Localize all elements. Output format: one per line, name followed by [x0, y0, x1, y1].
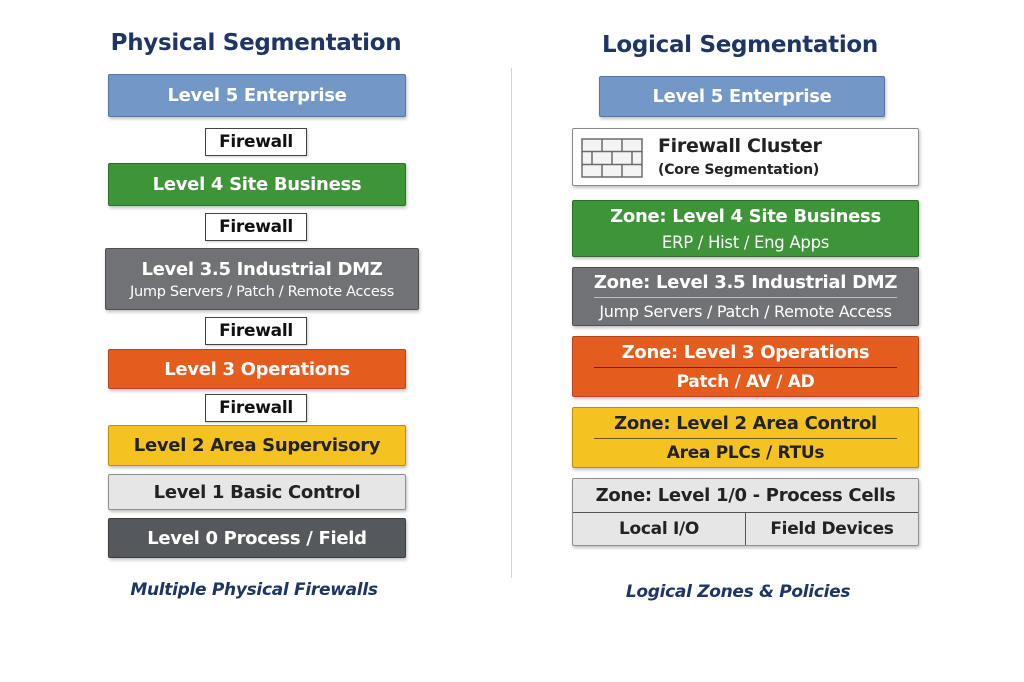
physical-title: Physical Segmentation — [110, 30, 402, 56]
logical-title: Logical Segmentation — [602, 32, 878, 58]
phys-level3-operations: Level 3 Operations — [108, 349, 406, 389]
phys-level0-process-field: Level 0 Process / Field — [108, 518, 406, 558]
cell-field-devices: Field Devices — [745, 513, 918, 545]
phys-level2-label: Level 2 Area Supervisory — [133, 435, 381, 456]
zone-level3-divider — [593, 366, 898, 368]
zone-level4-label: Zone: Level 4 Site Business — [610, 205, 881, 227]
zone-level4-sublabel: ERP / Hist / Eng Apps — [661, 232, 830, 252]
zone-level35-sublabel: Jump Servers / Patch / Remote Access — [599, 302, 892, 321]
zone-level2-label: Zone: Level 2 Area Control — [614, 412, 877, 434]
phys-level5-label: Level 5 Enterprise — [167, 85, 347, 106]
log-level5-enterprise: Level 5 Enterprise — [599, 76, 885, 117]
firewall-cluster-title: Firewall Cluster — [658, 135, 822, 157]
zone-level2-sublabel: Area PLCs / RTUs — [666, 442, 825, 463]
firewall-cluster-subtitle: (Core Segmentation) — [658, 162, 820, 178]
phys-level35-sublabel: Jump Servers / Patch / Remote Access — [130, 283, 394, 300]
process-cells-row: Local I/O Field Devices — [573, 512, 918, 545]
firewall-cluster: Firewall Cluster (Core Segmentation) — [572, 128, 919, 186]
log-level5-label: Level 5 Enterprise — [652, 86, 832, 107]
brick-wall-icon — [581, 138, 643, 178]
phys-level0-label: Level 0 Process / Field — [147, 527, 367, 549]
phys-level4-label: Level 4 Site Business — [152, 174, 362, 195]
zone-level3-label: Zone: Level 3 Operations — [621, 341, 870, 363]
phys-firewall-2: Firewall — [205, 213, 307, 241]
phys-firewall-3: Firewall — [205, 317, 307, 345]
zone-level10-label: Zone: Level 1/0 - Process Cells — [595, 485, 896, 506]
zone-level4-site-business: Zone: Level 4 Site Business ERP / Hist /… — [572, 200, 919, 257]
phys-firewall-4: Firewall — [205, 394, 307, 422]
column-divider — [511, 68, 512, 578]
zone-level35-dmz: Zone: Level 3.5 Industrial DMZ Jump Serv… — [572, 267, 919, 326]
zone-level35-label: Zone: Level 3.5 Industrial DMZ — [593, 272, 898, 293]
phys-firewall-1: Firewall — [205, 128, 307, 156]
phys-level5-enterprise: Level 5 Enterprise — [108, 74, 406, 117]
zone-level3-sublabel: Patch / AV / AD — [676, 371, 815, 392]
physical-caption: Multiple Physical Firewalls — [130, 580, 378, 600]
phys-level3-label: Level 3 Operations — [164, 358, 350, 380]
phys-level1-basic-control: Level 1 Basic Control — [108, 474, 406, 510]
zone-level10-process-cells: Zone: Level 1/0 - Process Cells Local I/… — [572, 478, 919, 546]
zone-level3-operations: Zone: Level 3 Operations Patch / AV / AD — [572, 336, 919, 397]
phys-level4-site-business: Level 4 Site Business — [108, 163, 406, 206]
logical-caption: Logical Zones & Policies — [625, 582, 851, 602]
phys-level35-label: Level 3.5 Industrial DMZ — [141, 258, 383, 280]
phys-level35-dmz: Level 3.5 Industrial DMZ Jump Servers / … — [105, 248, 419, 310]
phys-level2-area-supervisory: Level 2 Area Supervisory — [108, 425, 406, 466]
phys-level1-label: Level 1 Basic Control — [153, 481, 361, 503]
zone-level35-divider — [593, 297, 898, 298]
zone-level2-divider — [593, 437, 898, 439]
zone-level2-area-control: Zone: Level 2 Area Control Area PLCs / R… — [572, 407, 919, 468]
cell-local-io: Local I/O — [618, 519, 700, 539]
